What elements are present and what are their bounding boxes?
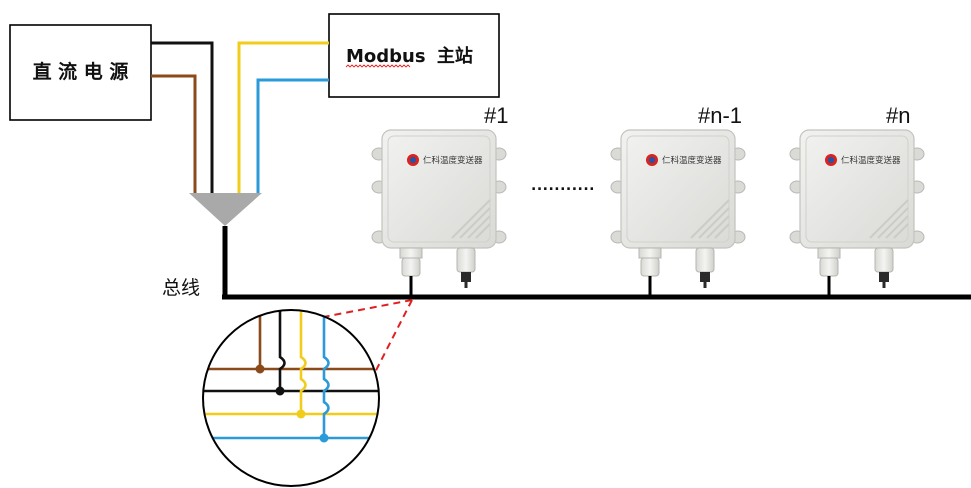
brand-label: 仁科温度变送器 — [662, 155, 722, 166]
modbus-master-label-cn: 主站 — [437, 45, 473, 67]
brand-label: 仁科温度变送器 — [423, 155, 483, 166]
wire-blue — [256, 78, 329, 193]
wire-brown — [151, 74, 197, 193]
svg-text:Modbus 主站: Modbus 主站 — [346, 45, 473, 67]
transmitter-device-1: 仁科温度变送器 — [371, 129, 507, 297]
brand-logo-icon — [407, 154, 419, 166]
dc-power-supply-label: 直 流 电 源 — [33, 60, 129, 83]
bus-merge-funnel — [189, 193, 262, 226]
transmitter-device-n: 仁科温度变送器 — [789, 129, 925, 297]
wire-yellow — [237, 41, 329, 193]
transmitter-device-n-1: 仁科温度变送器 — [610, 129, 746, 297]
wire-black — [151, 41, 214, 193]
bus-label: 总线 — [162, 277, 200, 299]
brand-label: 仁科温度变送器 — [841, 155, 901, 166]
brand-logo-icon — [825, 154, 837, 166]
device-number-n-1: #n-1 — [698, 103, 742, 128]
modbus-master-label-en: Modbus — [346, 46, 426, 67]
supply-wires — [151, 41, 329, 193]
device-number-n: #n — [886, 103, 910, 128]
zoom-detail-circle — [202, 309, 380, 487]
device-ellipsis: ........... — [531, 178, 595, 194]
device-number-1: #1 — [484, 103, 508, 128]
dc-power-supply-box: 直 流 电 源 — [9, 24, 152, 121]
modbus-master-box: Modbus 主站 — [328, 13, 500, 98]
spellcheck-underline — [345, 64, 411, 68]
brand-logo-icon — [646, 154, 658, 166]
